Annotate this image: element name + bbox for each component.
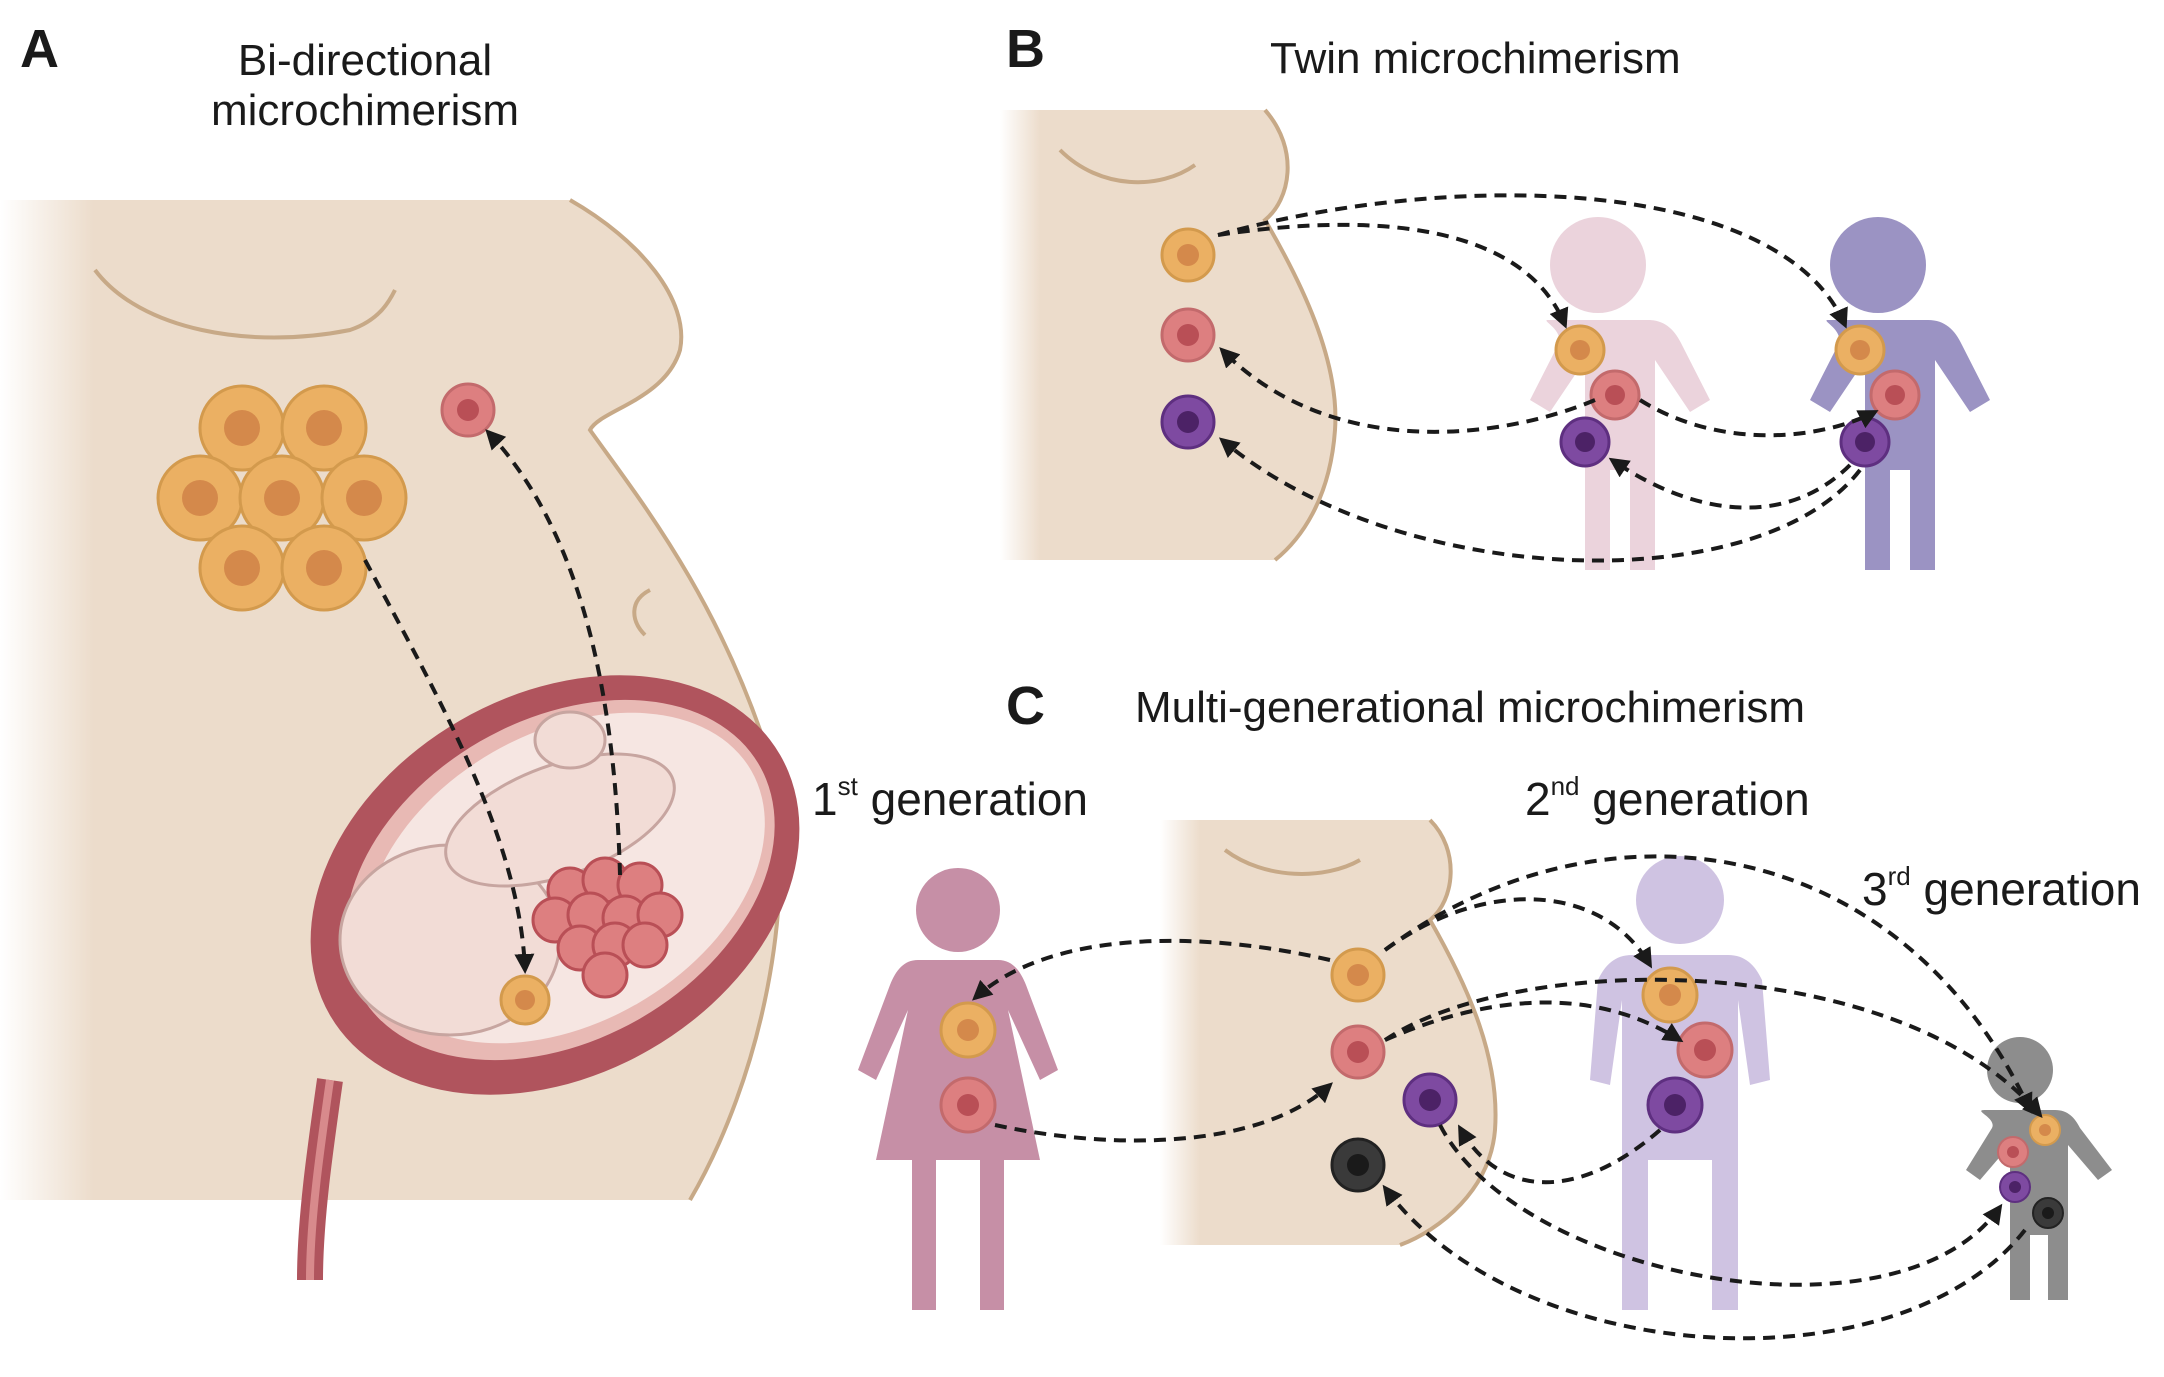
panel-c-arrows	[972, 854, 2043, 1341]
gen2-label: 2nd generation	[1525, 770, 1810, 825]
gen2-mother-body	[1160, 818, 1498, 1247]
twin-1-figure	[1530, 217, 1710, 570]
panel-a-title-line1: Bi-directional	[237, 36, 493, 85]
placenta	[531, 856, 684, 999]
gen3-cells	[1997, 1114, 2064, 1229]
gen1-figure	[858, 868, 1058, 1310]
gen1-label: 1st generation	[812, 770, 1089, 825]
maternal-cell-cluster	[156, 384, 408, 612]
twin-1-cells	[1554, 324, 1641, 468]
panel-c-title: Multi-generational microchimerism	[1135, 683, 1805, 732]
panel-b-letter: B	[1006, 19, 1045, 79]
gen2-mother-cells	[1330, 947, 1458, 1193]
twin-2-figure	[1810, 217, 1990, 570]
gen3-label: 3rd generation	[1862, 860, 2141, 915]
panel-a-letter: A	[20, 19, 59, 79]
fetal-cell-in-mother	[440, 382, 496, 438]
twin-2-cells	[1834, 324, 1921, 468]
mother-cells-b	[1160, 227, 1216, 450]
panel-b-title: Twin microchimerism	[1270, 34, 1681, 83]
panel-a-arrows	[363, 429, 622, 974]
gen3-figure	[1966, 1037, 2112, 1300]
panel-a-title: Bi-directional microchimerism	[195, 36, 535, 136]
maternal-cell-in-fetus	[499, 974, 551, 1026]
panel-a-title-line2: microchimerism	[211, 86, 519, 135]
gen1-cells	[939, 1001, 997, 1134]
panel-c-letter: C	[1006, 676, 1045, 736]
panel-b-arrows	[1217, 193, 1879, 563]
